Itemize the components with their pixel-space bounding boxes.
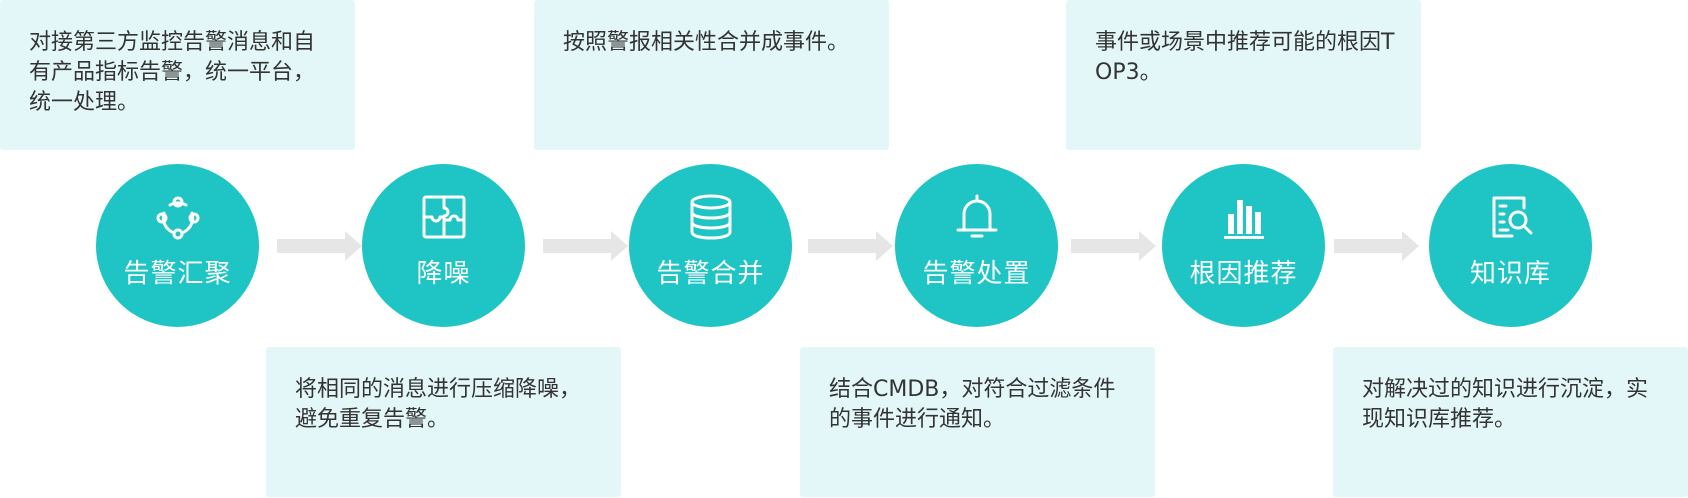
flow-arrow-1 [277, 231, 362, 261]
step-label-noise-reduction: 降噪 [416, 259, 471, 289]
desc-text-alert-aggregation: 对接第三方监控告警消息和自有产品指标告警，统一平台，统一处理。 [29, 30, 316, 115]
flow-arrow-4 [1071, 231, 1156, 261]
desc-box-alert-merge: 按照警报相关性合并成事件。 [534, 0, 889, 150]
step-knowledge-base: 知识库 [1429, 164, 1592, 327]
flow-arrow-2 [543, 231, 628, 261]
step-root-cause: 根因推荐 [1162, 164, 1325, 327]
step-label-alert-merge: 告警合并 [656, 259, 765, 289]
document-search-icon [1486, 192, 1536, 242]
flow-arrow-3 [808, 231, 893, 261]
desc-box-alert-aggregation: 对接第三方监控告警消息和自有产品指标告警，统一平台，统一处理。 [0, 0, 355, 150]
bell-icon [952, 192, 1002, 242]
bar-chart-icon [1219, 192, 1269, 242]
step-label-knowledge-base: 知识库 [1469, 259, 1551, 289]
step-label-alert-aggregation: 告警汇聚 [123, 259, 232, 289]
step-noise-reduction: 降噪 [362, 164, 525, 327]
step-alert-aggregation: 告警汇聚 [96, 164, 259, 327]
desc-text-root-cause: 事件或场景中推荐可能的根因TOP3。 [1095, 30, 1395, 85]
desc-box-alert-handling: 结合CMDB，对符合过滤条件的事件进行通知。 [800, 347, 1155, 497]
desc-text-alert-merge: 按照警报相关性合并成事件。 [563, 30, 850, 55]
step-label-alert-handling: 告警处置 [922, 259, 1031, 289]
desc-text-knowledge-base: 对解决过的知识进行沉淀，实现知识库推荐。 [1362, 377, 1649, 432]
step-label-root-cause: 根因推荐 [1189, 259, 1298, 289]
step-alert-handling: 告警处置 [895, 164, 1058, 327]
desc-text-alert-handling: 结合CMDB，对符合过滤条件的事件进行通知。 [829, 377, 1116, 432]
step-alert-merge: 告警合并 [629, 164, 792, 327]
puzzle-icon [419, 192, 469, 242]
desc-text-noise-reduction: 将相同的消息进行压缩降噪，避免重复告警。 [295, 377, 582, 432]
flow-arrow-5 [1334, 231, 1419, 261]
desc-box-noise-reduction: 将相同的消息进行压缩降噪，避免重复告警。 [266, 347, 621, 497]
desc-box-root-cause: 事件或场景中推荐可能的根因TOP3。 [1066, 0, 1421, 150]
desc-box-knowledge-base: 对解决过的知识进行沉淀，实现知识库推荐。 [1333, 347, 1688, 497]
network-nodes-icon [153, 192, 203, 242]
database-icon [686, 192, 736, 242]
